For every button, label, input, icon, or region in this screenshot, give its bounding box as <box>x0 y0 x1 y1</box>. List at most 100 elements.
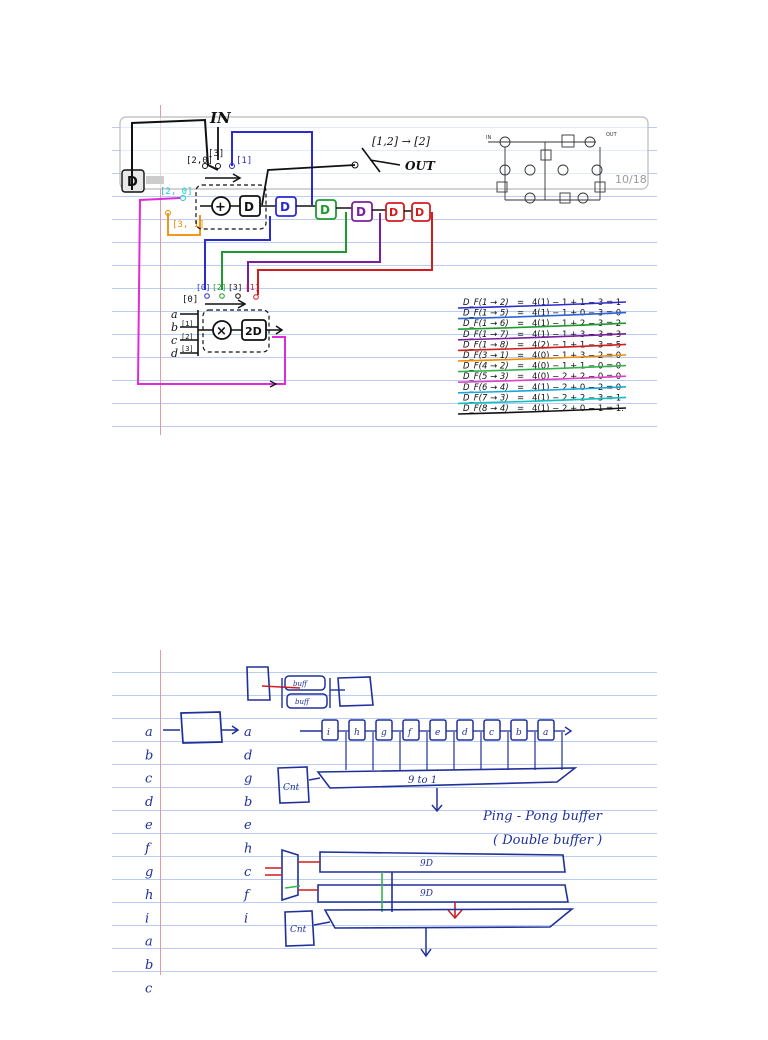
equation-lhs: D_F(4 → 2) <box>463 362 509 372</box>
note-sheet-2 <box>0 650 768 980</box>
equation-underline <box>457 364 627 373</box>
input-order-letter: g <box>145 865 153 880</box>
delay-label-blue: D <box>280 200 290 214</box>
buffer-9d-top-label: 9D <box>420 859 433 869</box>
output-order-letter: a <box>244 725 252 740</box>
counter-block-bottom <box>284 910 315 947</box>
register-box <box>348 719 366 741</box>
register-label: e <box>435 728 440 738</box>
page1-drawing: 10/18 D IN [2,0] [3] [1] OUT [1,2] → [2]… <box>119 109 649 415</box>
register-label: g <box>381 728 387 738</box>
red-input <box>265 867 282 876</box>
ref-out-label: OUT <box>606 132 618 138</box>
equation-underline <box>457 311 627 320</box>
delay-label-purple: D <box>356 205 366 219</box>
pin-lower-3 <box>235 293 241 299</box>
input-order-letter: c <box>145 772 153 787</box>
equation-underline <box>457 386 627 394</box>
register-label: c <box>489 728 494 738</box>
tag-lower-2: [2] <box>212 283 226 292</box>
delay-label-green: D <box>320 203 330 217</box>
register-box <box>537 719 555 741</box>
embedded-slide-frame <box>119 116 649 190</box>
equation-underline <box>457 354 627 362</box>
equation-underline <box>457 343 627 352</box>
out-label: OUT <box>405 159 436 173</box>
output-order-letter: b <box>244 795 252 810</box>
equation-equals: = <box>517 309 524 319</box>
magenta-arrow <box>269 380 278 388</box>
switch-bar-arrow <box>232 173 242 183</box>
out-pin <box>351 161 359 169</box>
red-tap-arrow <box>447 909 463 920</box>
equation-equals: = <box>517 319 524 329</box>
equation-rhs: 4(0) − 2 + 2 − 0 = 0 <box>532 372 621 382</box>
input-order-letter: a <box>145 935 153 950</box>
register-box <box>375 719 393 741</box>
reference-diagram: IN OUT <box>486 132 618 204</box>
equation-row: D_F(7 → 3)=4(1) − 2 + 2 − 3 = 1 <box>457 393 627 405</box>
register-label: f <box>407 728 413 738</box>
tap-blue <box>204 216 271 290</box>
equation-row: D_F(1 → 6)=4(1) − 1 + 2 − 3 = 2 <box>457 319 627 330</box>
tap-green <box>221 212 347 290</box>
buffer-9d-bottom <box>317 884 569 903</box>
slide-page-number: 10/18 <box>615 173 647 186</box>
register-box <box>429 719 447 741</box>
equation-rhs: 4(1) − 2 + 0 − 2 = 0 <box>532 383 621 393</box>
orange-pin <box>165 210 171 216</box>
equation-row: D_F(5 → 3) = 4(0) − 2 + 2 − 0 = 0 <box>457 372 627 383</box>
pin-lower-2 <box>219 293 225 299</box>
delay-box-red-1 <box>385 202 405 222</box>
equation-lhs: D_F(5 → 3) <box>463 372 509 382</box>
buffer-9d-top <box>319 851 566 873</box>
equation-row: D_F(4 → 2)=4(0) − 1 + 1 − 0 = 0 <box>457 362 627 373</box>
delay-label-red-1: D <box>389 206 398 219</box>
right-memory-block <box>337 676 374 707</box>
magenta-feedback-wire <box>136 197 286 385</box>
equation-lhs: D_F(3 → 1) <box>463 351 509 361</box>
register-box <box>321 719 339 741</box>
equation-lhs: D_F(1 → 7) <box>463 330 509 340</box>
selector-c: c <box>171 334 177 347</box>
delay-label-red-2: D <box>415 206 424 219</box>
input-order-letter: d <box>145 795 153 810</box>
tag-orange: [3, 1] <box>172 220 205 230</box>
equation-equals: = <box>517 383 524 393</box>
register-box <box>483 719 501 741</box>
equation-row: D_F(6 → 4) = 4(1) − 2 + 0 − 2 = 0 <box>457 383 627 394</box>
ref-in-label: IN <box>486 135 491 141</box>
selector-a: a <box>171 308 178 321</box>
equation-lhs: D_F(1 → 8) <box>463 340 509 350</box>
input-order-letter: f <box>144 842 152 857</box>
equation-lhs: D_F(6 → 4) <box>463 383 509 393</box>
adder-dashed-box <box>195 184 267 230</box>
orange-wire <box>167 213 201 236</box>
input-order-letter: a <box>145 725 153 740</box>
input-order-letter: c <box>145 981 153 996</box>
green-route <box>284 885 301 889</box>
equation-rhs: 4(1) − 1 + 0 − 3 = 0 <box>532 309 621 319</box>
blue-feedback-wire <box>231 131 313 205</box>
equation-rhs: 4(1) − 1 + 1 − 3 = 1 <box>532 298 621 308</box>
output-order-letter: f <box>243 888 251 903</box>
equation-rhs: 4(0) − 1 + 3 − 2 = 0 <box>532 351 621 361</box>
tag-lower-0: [0] <box>196 283 210 292</box>
register-label: i <box>327 728 330 738</box>
equation-equals: = <box>517 404 524 414</box>
equation-equals: = <box>517 372 524 382</box>
lower-mux-output-arrow <box>420 948 432 958</box>
tag-cyan: [2, 0] <box>160 187 193 197</box>
buffer-top-label: buff <box>293 680 308 688</box>
equation-underline <box>457 396 627 405</box>
output-order-letter: e <box>244 818 252 833</box>
equation-equals: = <box>517 340 524 350</box>
buffer-bottom <box>286 693 328 709</box>
lower-output-arrow <box>275 325 284 335</box>
input-order-letter: b <box>145 958 153 973</box>
equation-equals: = <box>517 330 524 340</box>
delay-label-black: D <box>244 200 254 214</box>
equation-rhs: 4(1) − 1 + 3 − 3 = 3 <box>532 330 621 340</box>
equation-underline <box>457 407 627 415</box>
